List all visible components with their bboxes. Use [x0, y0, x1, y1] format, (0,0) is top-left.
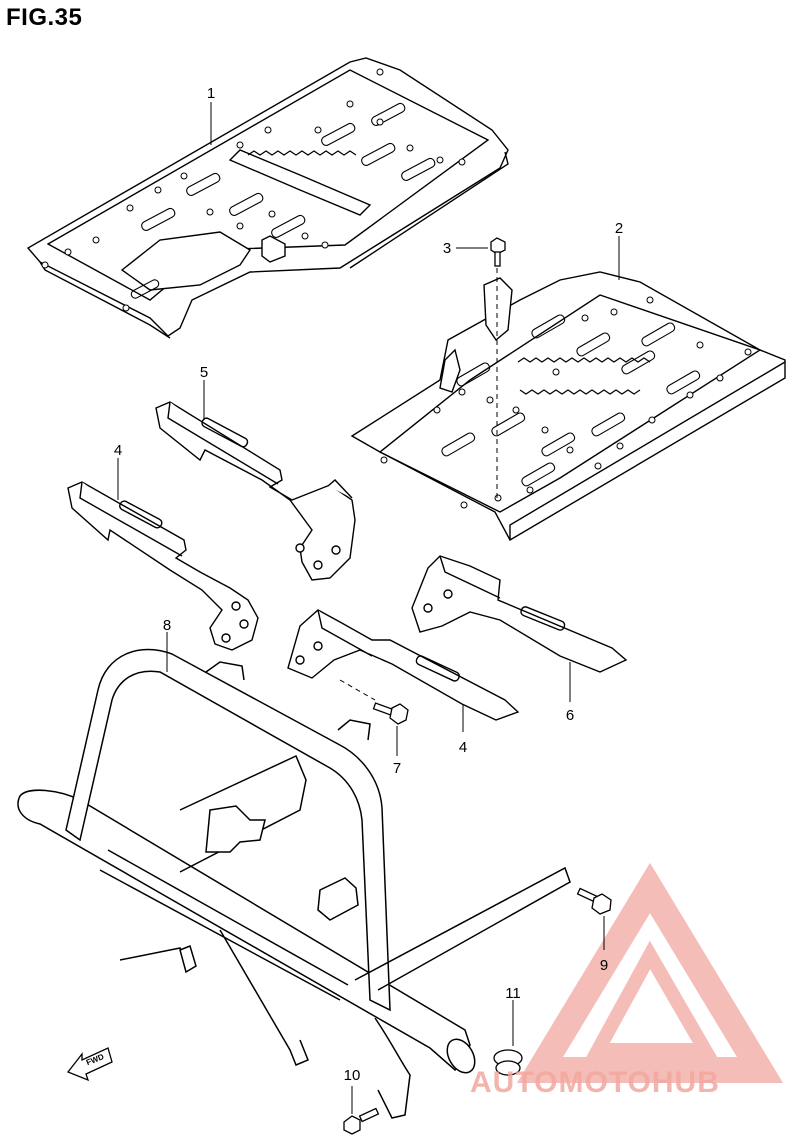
svg-text:10: 10	[344, 1067, 361, 1084]
svg-text:3: 3	[443, 240, 451, 257]
part-8-bumper-frame	[17, 648, 571, 1119]
callout-5: 5	[200, 364, 208, 420]
part-1-rear-rack	[26, 57, 509, 339]
figure-title: FIG.35	[6, 4, 83, 31]
callout-1: 1	[207, 85, 215, 145]
svg-text:2: 2	[615, 220, 623, 237]
part-11-cap	[493, 1049, 523, 1076]
part-2-front-rack	[350, 271, 786, 541]
callout-11: 11	[505, 985, 521, 1046]
callout-2: 2	[615, 220, 623, 280]
svg-text:4: 4	[459, 739, 467, 756]
svg-text:8: 8	[163, 617, 171, 634]
svg-text:6: 6	[566, 707, 574, 724]
part-7-bolt	[372, 702, 409, 725]
part-5-bracket	[155, 401, 356, 581]
callout-9: 9	[600, 916, 608, 974]
svg-text:9: 9	[600, 957, 608, 974]
callout-10: 10	[344, 1067, 361, 1114]
part-10-bolt	[343, 1107, 380, 1135]
callout-4-right: 4	[459, 705, 467, 756]
callout-7: 7	[393, 726, 401, 777]
part-6-bracket	[411, 555, 628, 673]
fwd-arrow-icon: FWD	[66, 1047, 113, 1082]
svg-text:1: 1	[207, 85, 215, 102]
svg-text:AUTOMOTOHUB: AUTOMOTOHUB	[470, 1066, 720, 1099]
callout-3: 3	[443, 240, 488, 257]
svg-text:4: 4	[114, 442, 122, 459]
callout-4-left: 4	[114, 442, 122, 500]
callout-6: 6	[566, 662, 574, 724]
callout-8: 8	[163, 617, 171, 672]
svg-text:11: 11	[505, 985, 521, 1002]
part-9-bolt	[576, 887, 612, 915]
part-4-left-bracket	[67, 481, 259, 651]
part-4-right-bracket	[287, 609, 520, 721]
svg-text:5: 5	[200, 364, 208, 381]
watermark-logo	[516, 862, 784, 1083]
part-3-bolt	[490, 237, 506, 500]
svg-text:7: 7	[393, 760, 401, 777]
watermark-text: AUTOMOTOHUB	[470, 1066, 720, 1099]
